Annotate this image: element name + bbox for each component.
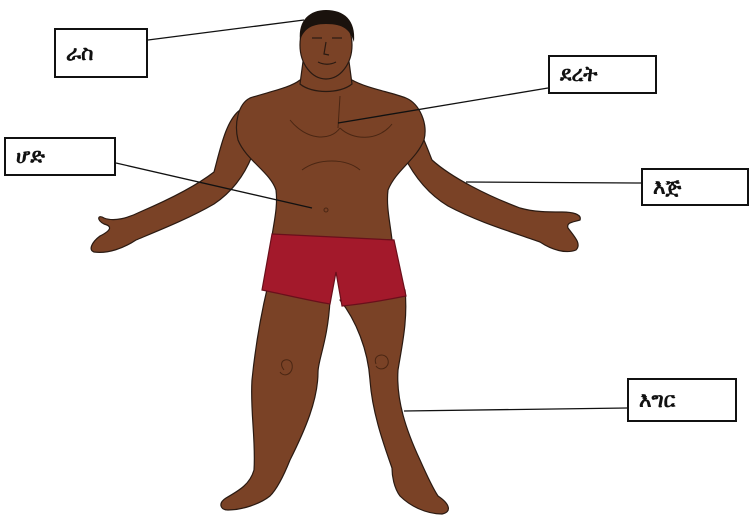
leader-line-hand bbox=[466, 182, 641, 183]
left-arm bbox=[91, 110, 252, 252]
torso bbox=[237, 80, 426, 240]
left-leg bbox=[221, 285, 330, 510]
label-hand: እጅ bbox=[641, 168, 749, 206]
label-chest: ደረት bbox=[548, 55, 657, 94]
label-leg: እግር bbox=[627, 378, 737, 422]
leader-line-head bbox=[148, 20, 304, 40]
label-belly: ሆድ bbox=[4, 137, 116, 176]
label-head: ራስ bbox=[54, 28, 148, 78]
shorts bbox=[262, 234, 406, 306]
right-arm bbox=[400, 104, 580, 252]
right-leg bbox=[340, 290, 448, 514]
leader-line-leg bbox=[404, 408, 627, 411]
